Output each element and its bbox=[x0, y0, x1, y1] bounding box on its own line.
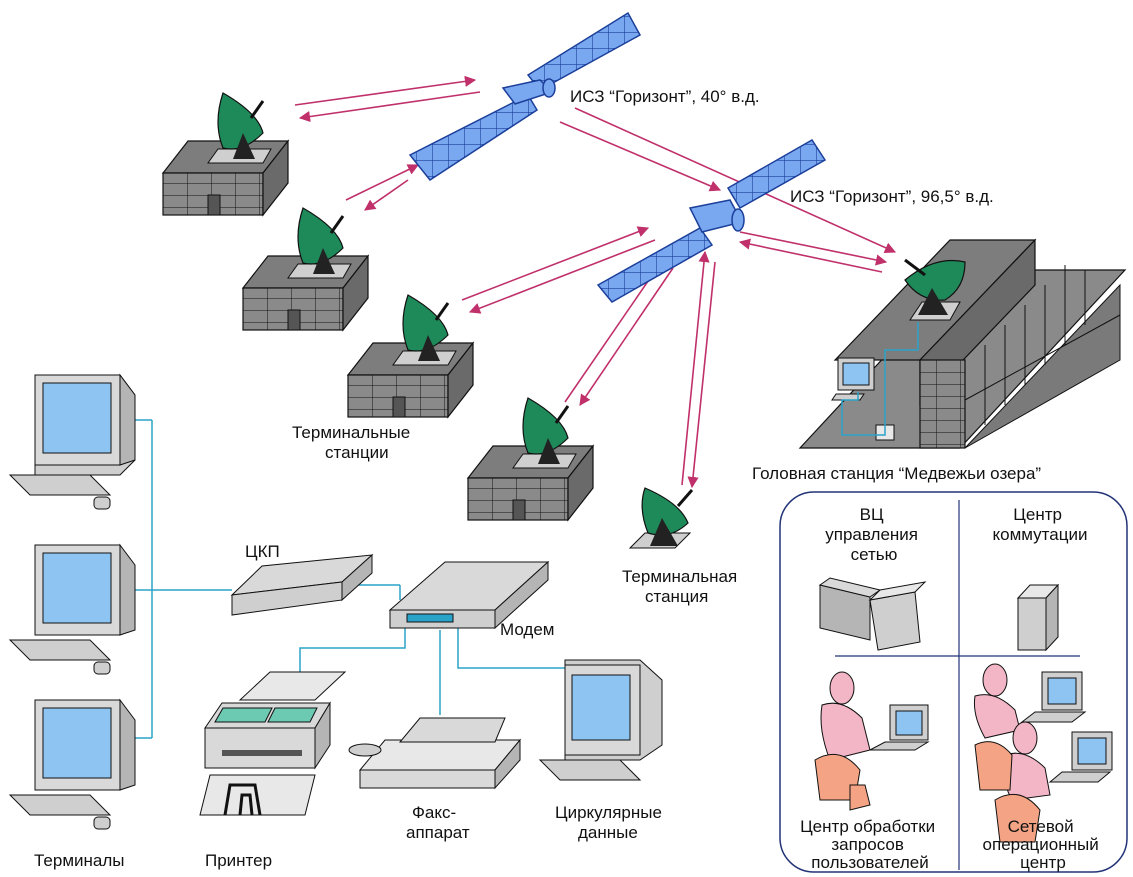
screen-icon bbox=[42, 382, 112, 454]
fax-label: Факс- аппарат bbox=[406, 803, 470, 842]
printer bbox=[199, 671, 347, 816]
dish-icon bbox=[641, 487, 694, 546]
head-station-panel: ВЦ управления сетью Центр коммутации Цен… bbox=[779, 491, 1128, 873]
terminal-station-3 bbox=[346, 294, 475, 419]
printer-label: Принтер bbox=[205, 851, 272, 870]
satellite-2-label: ИСЗ “Горизонт”, 96,5° в.д. bbox=[790, 187, 994, 206]
dish-icon bbox=[904, 258, 966, 315]
screen-icon bbox=[42, 707, 112, 779]
modem-box bbox=[388, 560, 550, 630]
dish-icon bbox=[297, 207, 345, 274]
terminal-station-1 bbox=[161, 92, 290, 217]
terminal-pc-1-side bbox=[119, 373, 136, 466]
ckp-label: ЦКП bbox=[245, 542, 280, 561]
keyboard-icon bbox=[8, 639, 112, 661]
screen-icon bbox=[571, 674, 631, 741]
head-station bbox=[798, 238, 1127, 449]
operator-icon bbox=[814, 671, 930, 811]
screen-icon bbox=[42, 552, 112, 624]
terminal-station-single bbox=[628, 487, 694, 549]
satellite-1 bbox=[408, 11, 642, 182]
terminal-pc-2 bbox=[8, 543, 136, 675]
monitor-icon bbox=[831, 357, 875, 401]
circular-data-label: Циркулярные данные bbox=[555, 803, 667, 842]
terminals-label: Терминалы bbox=[34, 851, 125, 870]
head-station-label: Головная станция “Медвежьи озера” bbox=[752, 464, 1041, 483]
network-operations-center-label: Сетевой операционный центр bbox=[983, 817, 1104, 872]
switch-server-icon bbox=[1016, 583, 1060, 652]
fax bbox=[348, 717, 522, 790]
terminal-stations-label: Терминальные станции bbox=[292, 423, 415, 462]
dish-icon bbox=[217, 92, 265, 159]
ckp-box bbox=[230, 553, 374, 616]
mouse-icon bbox=[93, 496, 111, 510]
satellite-1-label: ИСЗ “Горизонт”, 40° в.д. bbox=[570, 87, 760, 106]
user-requests-center-label: Центр обработки запросов пользователей bbox=[800, 817, 940, 872]
mouse-icon bbox=[93, 661, 111, 675]
keyboard-icon bbox=[8, 794, 112, 816]
dish-icon bbox=[402, 294, 450, 361]
operator-icon bbox=[974, 721, 1113, 843]
keyboard-icon bbox=[538, 759, 642, 781]
vc-label: ВЦ управления сетью bbox=[825, 505, 922, 564]
terminal-station-4 bbox=[466, 397, 595, 522]
server-icon bbox=[818, 577, 927, 651]
satellite-2 bbox=[596, 138, 827, 303]
circular-data-pc bbox=[538, 659, 663, 781]
switch-center-label: Центр коммутации bbox=[993, 505, 1088, 544]
terminal-station-2 bbox=[241, 207, 370, 332]
terminal-station-label: Терминальная станция bbox=[622, 567, 742, 606]
operator-icon bbox=[974, 663, 1087, 739]
terminal-pc-1 bbox=[8, 374, 136, 510]
mouse-icon bbox=[93, 816, 111, 830]
terminal-pc-3 bbox=[8, 698, 136, 830]
modem-label: Модем bbox=[500, 620, 555, 639]
radio-links bbox=[294, 75, 897, 489]
dish-icon bbox=[522, 397, 570, 464]
keyboard-icon bbox=[8, 474, 112, 496]
